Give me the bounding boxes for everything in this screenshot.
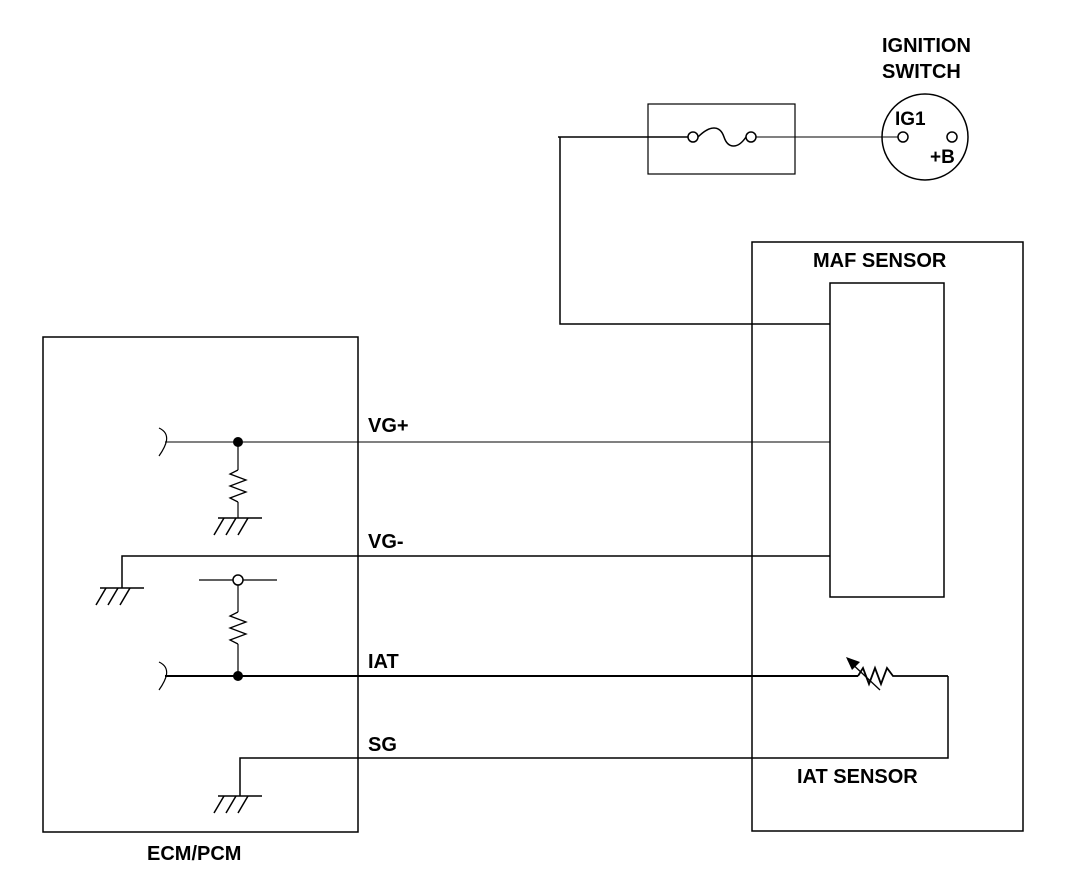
vg-minus-circuit: VG- xyxy=(95,531,830,606)
vg-plus-circuit: VG+ xyxy=(158,415,830,536)
iat-circuit: IAT xyxy=(158,574,948,691)
ignition-switch-label-1: IGNITION xyxy=(882,35,971,57)
ignition-switch-label-2: SWITCH xyxy=(882,61,961,83)
fuse-box xyxy=(647,103,796,175)
thermistor-icon xyxy=(846,657,948,691)
ground-icon xyxy=(213,517,262,536)
ground-icon xyxy=(213,795,262,814)
power-wire xyxy=(559,137,830,325)
fuse-terminal-left xyxy=(687,131,699,143)
ecm-pcm-box xyxy=(42,336,359,833)
maf-sensor-label: MAF SENSOR xyxy=(813,250,947,272)
sg-circuit: SG xyxy=(213,676,949,814)
switch-terminal-icon xyxy=(232,574,244,586)
resistor-icon xyxy=(228,611,248,645)
vg-plus-label: VG+ xyxy=(368,415,409,437)
iat-label: IAT xyxy=(368,651,399,673)
connector-break-icon xyxy=(158,427,168,457)
ig1-label: IG1 xyxy=(895,109,926,130)
plus-b-terminal-icon xyxy=(946,131,958,143)
iat-sensor-label: IAT SENSOR xyxy=(797,766,918,788)
maf-sensor-element xyxy=(829,282,945,598)
connector-break-icon xyxy=(158,661,168,691)
fuse-icon xyxy=(697,127,747,147)
sensor-housing xyxy=(751,241,1024,832)
ecm-pcm-label: ECM/PCM xyxy=(147,843,241,865)
fuse-terminal-right xyxy=(745,131,757,143)
plus-b-label: +B xyxy=(930,147,955,168)
resistor-icon xyxy=(228,469,248,503)
vg-minus-label: VG- xyxy=(368,531,404,553)
ig1-terminal-icon xyxy=(897,131,909,143)
sg-label: SG xyxy=(368,734,397,756)
junction-dot xyxy=(233,671,243,681)
fuse xyxy=(558,103,898,175)
ignition-switch: IGNITION SWITCH IG1 +B xyxy=(881,35,971,181)
ground-icon xyxy=(95,587,144,606)
